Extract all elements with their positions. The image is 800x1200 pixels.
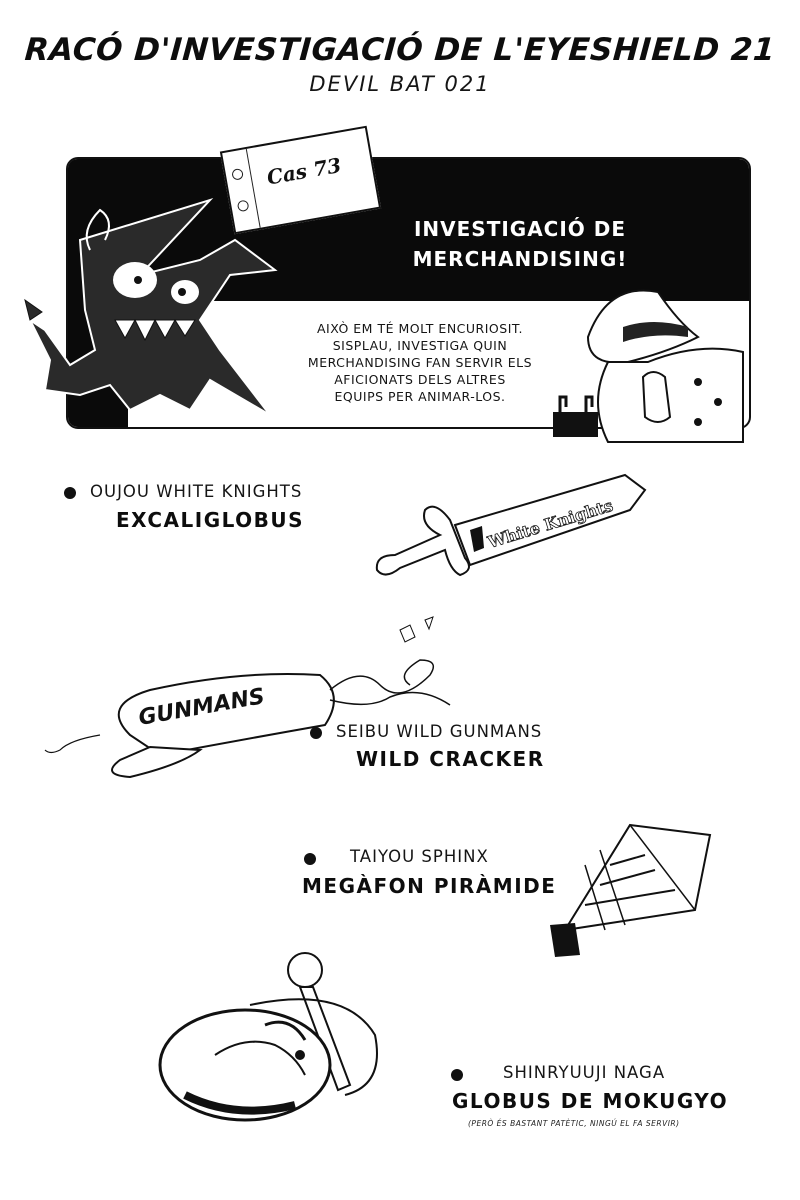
pyramid-megaphone-icon bbox=[550, 823, 712, 957]
request-line: AFICIONATS DELS ALTRES bbox=[334, 372, 506, 387]
request-line: EQUIPS PER ANIMAR-LOS. bbox=[334, 389, 506, 404]
devil-bat-mascot-icon bbox=[24, 197, 278, 416]
detective-icon bbox=[553, 289, 744, 443]
mokugyo-balloon-icon bbox=[158, 952, 378, 1122]
product-name: EXCALIGLOBUS bbox=[116, 508, 305, 532]
banner-headline: INVESTIGACIÓ DE MERCHANDISING! bbox=[360, 214, 680, 274]
bullet-icon bbox=[451, 1069, 463, 1081]
team-name: OUJOU WHITE KNIGHTS bbox=[90, 482, 303, 501]
product-note: (PERÒ ÉS BASTANT PATÈTIC, NINGÚ EL FA SE… bbox=[468, 1119, 680, 1128]
team-name: SEIBU WILD GUNMANS bbox=[336, 722, 543, 741]
request-line: AIXÒ EM TÉ MOLT ENCURIOSIT. bbox=[316, 321, 524, 336]
party-cracker-icon: GUNMANS bbox=[44, 616, 451, 779]
product-name: GLOBUS DE MOKUGYO bbox=[452, 1089, 729, 1113]
page-title: RACÓ D'INVESTIGACIÓ DE L'EYESHIELD 21 bbox=[23, 32, 777, 68]
product-name: MEGÀFON PIRÀMIDE bbox=[302, 874, 557, 898]
bullet-icon bbox=[310, 727, 322, 739]
bullet-icon bbox=[304, 853, 316, 865]
request-line: SISPLAU, INVESTIGA QUIN bbox=[332, 338, 508, 353]
inflatable-sword-icon: White Knights bbox=[375, 473, 647, 577]
punch-hole-icon bbox=[231, 167, 244, 181]
bullet-icon bbox=[64, 487, 76, 499]
product-name: WILD CRACKER bbox=[356, 747, 545, 771]
page-subtitle: DEVIL BAT 021 bbox=[309, 72, 491, 96]
headline-line: INVESTIGACIÓ DE bbox=[413, 217, 627, 241]
request-line: MERCHANDISING FAN SERVIR ELS bbox=[307, 355, 533, 370]
request-text: AIXÒ EM TÉ MOLT ENCURIOSIT. SISPLAU, INV… bbox=[285, 320, 555, 405]
headline-line: MERCHANDISING! bbox=[412, 247, 628, 271]
team-name: SHINRYUUJI NAGA bbox=[503, 1063, 666, 1082]
team-name: TAIYOU SPHINX bbox=[350, 847, 489, 866]
